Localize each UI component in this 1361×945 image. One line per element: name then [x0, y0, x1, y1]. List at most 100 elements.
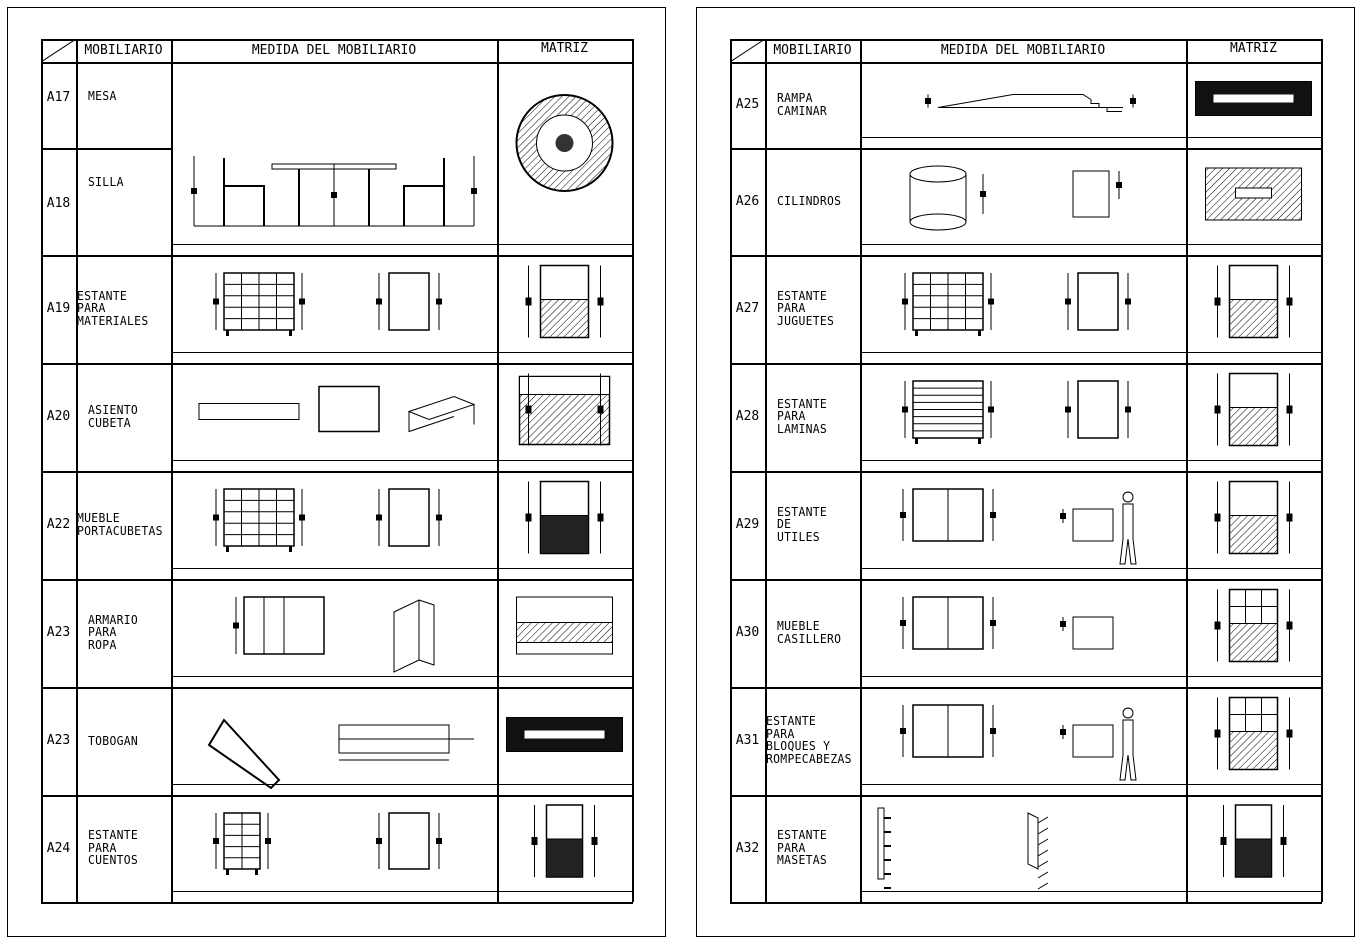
cabinet-person-elevation-drawing	[900, 704, 1137, 781]
cross-plan-matrix-plan-drawing	[518, 373, 611, 446]
furniture-name: RAMPA CAMINAR	[777, 91, 828, 118]
row-divider	[860, 902, 1321, 904]
column-divider	[1186, 39, 1188, 902]
row-divider	[171, 255, 632, 257]
row-divider	[41, 471, 171, 473]
small-plan-matrix-plan-drawing	[531, 804, 598, 878]
furniture-code: A26	[735, 193, 760, 209]
furniture-name: ARMARIO PARA ROPA	[88, 612, 139, 652]
furniture-name: TOBOGAN	[88, 733, 139, 748]
laminas-elevation-drawing	[902, 380, 1131, 444]
cabinet-person-elevation-drawing	[900, 488, 1137, 565]
dimension-strip-line	[171, 891, 632, 892]
dimension-strip-line	[860, 460, 1321, 461]
row-divider	[860, 687, 1321, 689]
row-divider	[730, 795, 860, 797]
furniture-name: ESTANTE PARA JUGUETES	[777, 288, 835, 328]
row-divider	[171, 687, 632, 689]
furniture-code: A24	[46, 840, 71, 856]
column-divider	[860, 39, 862, 902]
dimension-strip-line	[860, 244, 1321, 245]
dimension-strip-line	[860, 891, 1321, 892]
row-divider	[41, 795, 171, 797]
row-divider	[730, 579, 860, 581]
row-divider	[41, 579, 171, 581]
dimension-strip-line	[171, 460, 632, 461]
dimension-strip-line	[860, 137, 1321, 138]
hatch-plan-matrix-plan-drawing	[1214, 264, 1293, 339]
shelf-grid-elevation-drawing	[902, 272, 1131, 336]
column-divider	[730, 39, 732, 902]
slide-plan-matrix-plan-drawing	[506, 717, 623, 752]
row-divider	[41, 363, 171, 365]
dimension-strip-line	[860, 352, 1321, 353]
furniture-name: ASIENTO CUBETA	[88, 403, 139, 430]
dark-plan-matrix-plan-drawing	[525, 480, 604, 555]
row-divider	[171, 579, 632, 581]
furniture-code: A19	[46, 301, 71, 316]
furniture-code: A29	[735, 517, 760, 532]
drawers-elevation-drawing	[213, 812, 442, 875]
header-matriz: MATRIZ	[1230, 41, 1277, 56]
furniture-name: ESTANTE PARA MATERIALES	[77, 288, 149, 328]
furniture-code: A27	[735, 301, 760, 316]
row-divider	[860, 795, 1321, 797]
row-divider	[41, 148, 171, 150]
ramp-elevation-drawing	[925, 94, 1136, 112]
furniture-code: A30	[735, 625, 760, 640]
dimension-strip-line	[860, 784, 1321, 785]
furniture-code: A31	[735, 733, 760, 748]
header-medida: MEDIDA DEL MOBILIARIO	[251, 43, 417, 58]
column-divider	[171, 39, 173, 902]
dimension-strip-line	[860, 568, 1321, 569]
header-mobiliario: MOBILIARIO	[84, 43, 163, 58]
furniture-name: ESTANTE PARA CUENTOS	[88, 828, 139, 867]
furniture-name: ESTANTE PARA MASETAS	[777, 828, 828, 867]
furniture-name: MUEBLE PORTACUBETAS	[77, 511, 163, 538]
dimension-strip-line	[860, 676, 1321, 677]
round-matrix-plan-drawing	[515, 94, 614, 192]
row-divider	[171, 471, 632, 473]
row-divider	[860, 579, 1321, 581]
pot-shelf-elevation-drawing	[877, 807, 1049, 890]
locker-elevation-drawing	[900, 596, 1114, 650]
column-divider	[41, 39, 43, 902]
furniture-name: CILINDROS	[777, 194, 842, 208]
locker-plan-matrix-plan-drawing	[1214, 696, 1293, 771]
wide-plan-matrix-plan-drawing	[516, 596, 613, 655]
furniture-code: A23	[46, 733, 71, 748]
row-divider	[730, 363, 860, 365]
corner-diagonal	[729, 38, 766, 63]
row-divider	[171, 902, 632, 904]
column-divider	[76, 39, 78, 902]
dimension-strip-line	[171, 352, 632, 353]
column-divider	[497, 39, 499, 902]
hatch-plan-matrix-plan-drawing	[1214, 372, 1293, 447]
row-divider	[41, 902, 171, 904]
column-divider	[632, 39, 634, 902]
header-medida: MEDIDA DEL MOBILIARIO	[940, 43, 1106, 58]
furniture-name: ESTANTE PARA BLOQUES Y ROMPECABEZAS	[766, 714, 852, 766]
row-divider	[730, 687, 860, 689]
row-divider	[171, 795, 632, 797]
furniture-code: A20	[46, 409, 71, 424]
furniture-name: ESTANTE PARA LAMINAS	[777, 396, 828, 436]
furniture-code: A32	[735, 840, 760, 856]
furniture-code: A28	[735, 409, 760, 424]
bench-elevation-drawing	[198, 385, 476, 433]
shelf-grid-elevation-drawing	[213, 272, 442, 336]
furniture-name: SILLA	[88, 175, 124, 189]
row-divider	[730, 255, 860, 257]
furniture-code: A25	[735, 97, 760, 112]
row-divider	[860, 255, 1321, 257]
row-divider	[730, 902, 860, 904]
row-divider	[860, 363, 1321, 365]
furniture-name: MESA	[88, 89, 117, 103]
dimension-strip-line	[171, 568, 632, 569]
cylinder-elevation-drawing	[909, 165, 1122, 231]
slide-elevation-drawing	[207, 718, 474, 790]
small-plan-matrix-plan-drawing	[1220, 804, 1287, 878]
slide-plan-matrix-plan-drawing	[1195, 81, 1312, 116]
header-divider	[730, 62, 1321, 64]
header-mobiliario: MOBILIARIO	[773, 43, 852, 58]
